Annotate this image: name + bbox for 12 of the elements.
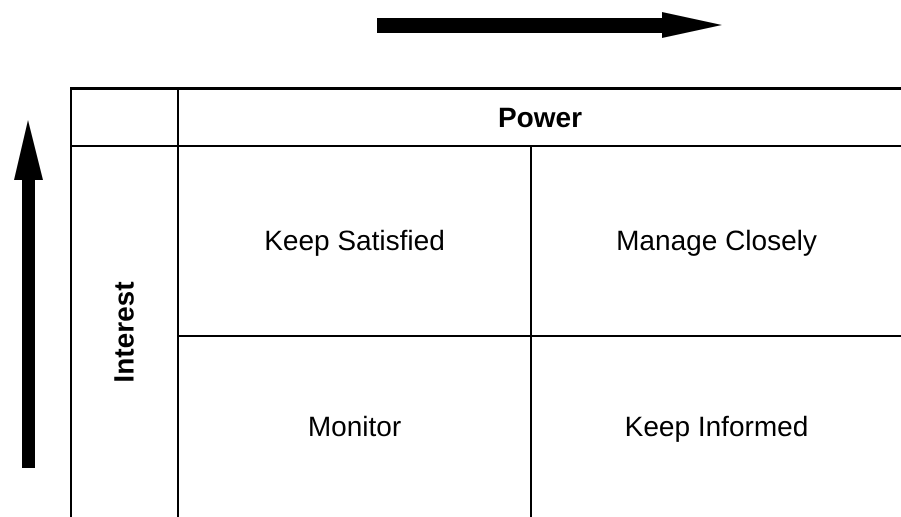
quadrant-cell	[177, 145, 530, 335]
quadrant-label: Keep Informed	[624, 413, 808, 441]
quadrant-label: Monitor	[308, 413, 402, 441]
quadrant-cell	[530, 145, 901, 335]
axis-title: Power	[498, 104, 582, 132]
axis-label-cell	[70, 145, 177, 517]
quadrant-cell	[530, 335, 901, 517]
quadrant-label: Keep Satisfied	[264, 227, 445, 255]
quadrant-cell	[177, 335, 530, 517]
header-cell	[177, 87, 901, 145]
axis-title: Interest	[110, 281, 138, 383]
quadrant-label: Manage Closely	[616, 227, 817, 255]
